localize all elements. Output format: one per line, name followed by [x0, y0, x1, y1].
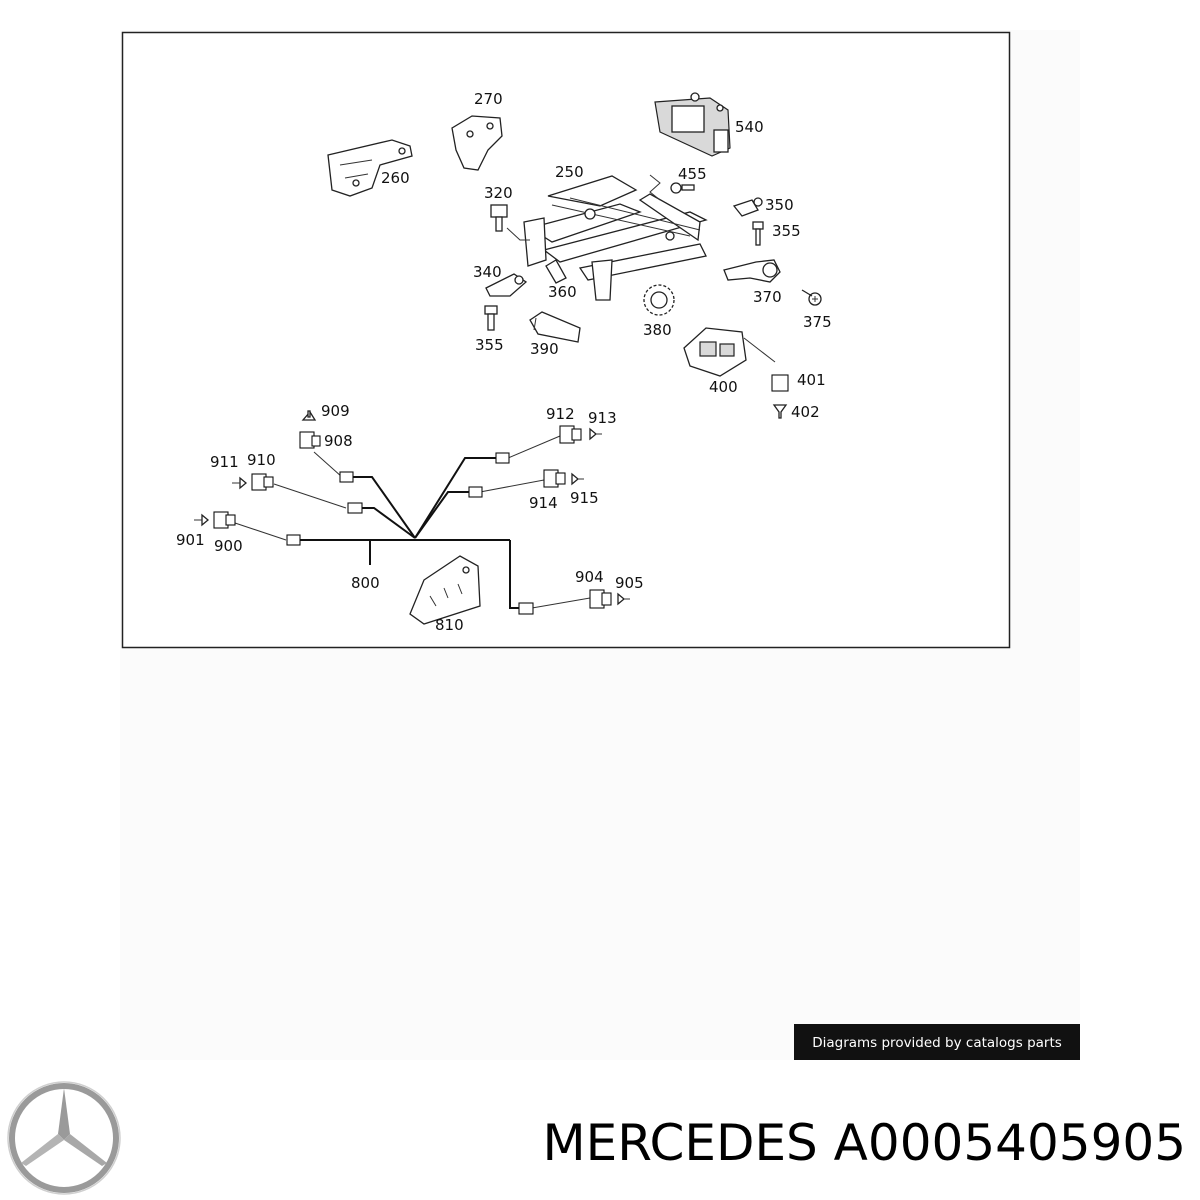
part-910-connector	[251, 473, 274, 491]
part-350-clip	[732, 197, 763, 217]
part-915-pin	[571, 472, 584, 486]
callout-905: 905	[615, 574, 644, 592]
part-401-connector	[771, 374, 789, 392]
part-912-connector	[559, 425, 582, 444]
callout-355a: 355	[772, 222, 801, 240]
callout-380: 380	[643, 321, 672, 339]
part-270-bracket	[451, 115, 503, 171]
callout-540: 540	[735, 118, 764, 136]
part-320-bolt	[490, 204, 530, 241]
part-908-connector	[299, 431, 321, 449]
callout-270: 270	[474, 90, 503, 108]
callout-900: 900	[214, 537, 243, 555]
part-340-clip	[485, 273, 528, 297]
part-390-cover	[529, 311, 581, 343]
credit-banner-bg	[794, 1024, 1080, 1060]
part-402-pin	[772, 404, 788, 419]
callout-260: 260	[381, 169, 410, 187]
callout-320: 320	[484, 184, 513, 202]
callout-915: 915	[570, 489, 599, 507]
callout-800: 800	[351, 574, 380, 592]
callout-912: 912	[546, 405, 575, 423]
callout-909: 909	[321, 402, 350, 420]
callout-355b: 355	[475, 336, 504, 354]
part-911-pin	[232, 476, 248, 490]
part-904-connector	[589, 589, 612, 609]
callout-904: 904	[575, 568, 604, 586]
callout-375: 375	[803, 313, 832, 331]
mercedes-star-icon	[7, 1081, 121, 1195]
part-355a-screw	[752, 221, 764, 246]
callout-911: 911	[210, 453, 239, 471]
callout-370: 370	[753, 288, 782, 306]
part-250-seat-frame	[523, 175, 708, 301]
callout-910: 910	[247, 451, 276, 469]
callout-401: 401	[797, 371, 826, 389]
wiring-harness-800	[231, 435, 591, 615]
part-913-pin	[589, 427, 602, 441]
callout-400: 400	[709, 378, 738, 396]
callout-390: 390	[530, 340, 559, 358]
part-540-motor	[654, 92, 731, 157]
callout-914: 914	[529, 494, 558, 512]
part-914-connector	[543, 469, 566, 488]
part-355b-screw	[484, 305, 498, 331]
part-360-pin	[545, 259, 567, 284]
callout-402: 402	[791, 403, 820, 421]
callout-913: 913	[588, 409, 617, 427]
part-400-switch-housing	[683, 327, 776, 377]
callout-360: 360	[548, 283, 577, 301]
part-370-handle	[723, 259, 781, 283]
part-375-screw	[801, 289, 822, 306]
brand-title: MERCEDES A0005405905	[542, 1114, 1186, 1172]
callout-350: 350	[765, 196, 794, 214]
callout-455: 455	[678, 165, 707, 183]
part-380-gear	[643, 284, 675, 316]
callout-908: 908	[324, 432, 353, 450]
part-909-pin	[301, 410, 317, 421]
part-905-pin	[617, 592, 630, 606]
callout-901: 901	[176, 531, 205, 549]
part-455-screw	[649, 174, 695, 201]
part-810-bracket	[409, 555, 481, 625]
callout-250: 250	[555, 163, 584, 181]
credit-banner-text: Diagrams provided by catalogs parts	[812, 1035, 1062, 1051]
credit-banner: Diagrams provided by catalogs parts	[794, 1024, 1080, 1060]
callout-labels: 270 540 260 250 455 320 350 355 340 360 …	[176, 90, 832, 634]
part-900-connector	[213, 511, 236, 529]
part-260-bracket	[327, 139, 413, 197]
part-901-pin	[194, 513, 210, 527]
callout-810: 810	[435, 616, 464, 634]
callout-340: 340	[473, 263, 502, 281]
